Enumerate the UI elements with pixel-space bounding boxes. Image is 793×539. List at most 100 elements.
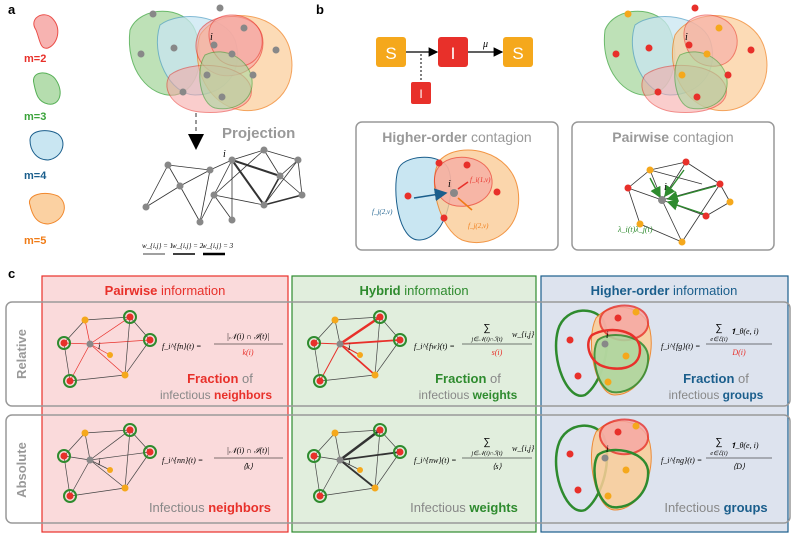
sis-infector-label: I (419, 87, 422, 101)
svg-text:f_i^{fg}(t) =: f_i^{fg}(t) = (661, 342, 700, 351)
svg-text:i: i (606, 330, 609, 340)
svg-text:⟨s⟩: ⟨s⟩ (492, 462, 502, 471)
row-relative-box (5, 301, 791, 407)
net-higherorder-relative: i (554, 304, 652, 397)
sis-s2-label: S (512, 44, 523, 63)
svg-text:w_{i,j}: w_{i,j} (512, 330, 535, 339)
svg-text:Higher-order contagion: Higher-order contagion (382, 129, 531, 145)
panel-label-b: b (316, 2, 324, 17)
svg-text:𝟏_θ(e, i): 𝟏_θ(e, i) (731, 441, 759, 450)
caption-higherorder-absolute: Infectious groups (664, 500, 767, 515)
formula-pairwise-relative: f_i^{fn}(t) = |𝒩(i) ∩ ℐ(t)| k(i) (162, 332, 283, 357)
legend-blob-m5 (28, 192, 65, 225)
legend-blob-m2 (33, 14, 59, 49)
svg-text:∑: ∑ (483, 323, 490, 334)
svg-text:|𝒩(i) ∩ ℐ(t)|: |𝒩(i) ∩ ℐ(t)| (227, 446, 270, 455)
sis-model: S I μ S I (376, 37, 533, 104)
panel-label-a: a (8, 2, 16, 17)
pairwise-contagion-box: Pairwise contagion i λ_i(t)λ_j(t) (571, 121, 775, 251)
caption-hybrid-absolute: Infectious weights (410, 500, 518, 515)
svg-text:i: i (98, 341, 101, 351)
projection-label: Projection (222, 125, 295, 142)
ho-f3: f_j(2,ν) (468, 222, 489, 230)
svg-text:j∈𝒩(i)∩ℐ(t): j∈𝒩(i)∩ℐ(t) (470, 450, 502, 457)
svg-text:∑: ∑ (483, 437, 490, 448)
svg-text:Fraction of: Fraction of (187, 371, 253, 386)
hypergraph-b-node-i: i (685, 32, 688, 43)
row-label-absolute: Absolute (14, 442, 29, 498)
svg-text:⟨k⟩: ⟨k⟩ (243, 462, 254, 471)
projected-node-i: i (223, 149, 226, 160)
legend-blob-m3 (33, 72, 61, 105)
legend-label-m2: m=2 (24, 53, 46, 65)
svg-text:Pairwise contagion: Pairwise contagion (612, 129, 733, 145)
weight-2: w_{i,j} = 2 (172, 242, 204, 250)
legend-label-m3: m=3 (24, 111, 46, 123)
column-title-hybrid: Hybrid information (359, 283, 468, 298)
legend-blob-m4 (29, 130, 64, 161)
svg-text:∑: ∑ (715, 437, 722, 448)
caption-pairwise-relative: Fraction of infectious neighbors (160, 371, 272, 402)
pw-contagion-rest: contagion (669, 129, 734, 145)
svg-text:i: i (606, 444, 609, 454)
legend-label-m5: m=5 (24, 235, 46, 247)
svg-text:f_i^{fw}(t) =: f_i^{fw}(t) = (414, 342, 455, 351)
projected-graph (142, 146, 306, 226)
formula-hybrid-absolute: f_i^{nw}(t) = ∑ w_{i,j} j∈𝒩(i)∩ℐ(t) ⟨s⟩ (414, 437, 535, 471)
svg-text:e∈ℰ(i): e∈ℰ(i) (710, 336, 727, 343)
weight-1: w_{i,j} = 1 (142, 242, 173, 250)
legend-label-m4: m=4 (24, 170, 47, 182)
weight-legend: w_{i,j} = 1 w_{i,j} = 2 w_{i,j} = 3 (142, 242, 234, 256)
net-hybrid-relative: i (307, 310, 407, 388)
legend: m=2 m=3 m=4 m=5 (24, 14, 65, 247)
svg-text:infectious neighbors: infectious neighbors (160, 388, 272, 402)
column-higherorder-bg (540, 275, 789, 533)
svg-text:i: i (348, 457, 351, 467)
ho-f2: f_j(2,ν) (372, 208, 393, 216)
caption-hybrid-relative: Fraction of infectious weights (419, 371, 518, 402)
sis-s1-label: S (385, 44, 396, 63)
net-hybrid-absolute: i (307, 423, 407, 503)
column-title-pairwise: Pairwise information (105, 283, 226, 298)
svg-text:i: i (348, 342, 351, 352)
ho-contagion-bold: Higher-order (382, 129, 467, 145)
svg-text:k(i): k(i) (242, 348, 253, 357)
svg-text:w_{i,j}: w_{i,j} (512, 444, 535, 453)
higher-order-contagion-box: Higher-order contagion f_i(1,ν) f_j(2,ν)… (355, 121, 559, 251)
svg-text:f_i^{nn}(t) =: f_i^{nn}(t) = (162, 456, 203, 465)
column-hybrid-bg (291, 275, 537, 533)
formula-higherorder-absolute: f_i^{ng}(t) = ∑ 𝟏_θ(e, i) e∈ℰ(i) ⟨D⟩ (661, 437, 772, 471)
row-label-relative: Relative (14, 329, 29, 379)
svg-text:f_i^{ng}(t) =: f_i^{ng}(t) = (661, 456, 702, 465)
pw-rate: λ_i(t)λ_j(t) (617, 225, 653, 234)
pw-contagion-bold: Pairwise (612, 129, 669, 145)
svg-text:Fraction of: Fraction of (683, 371, 749, 386)
sis-box-i (438, 37, 468, 67)
svg-text:|𝒩(i) ∩ ℐ(t)|: |𝒩(i) ∩ ℐ(t)| (227, 332, 270, 341)
svg-text:Fraction of: Fraction of (435, 371, 501, 386)
caption-pairwise-absolute: Infectious neighbors (149, 500, 271, 515)
svg-text:Infectious neighbors: Infectious neighbors (149, 500, 271, 515)
svg-text:f_i^{fn}(t) =: f_i^{fn}(t) = (162, 342, 201, 351)
ho-f1: f_i(1,ν) (470, 176, 491, 184)
column-title-higherorder: Higher-order information (591, 283, 738, 298)
ho-node-i: i (448, 179, 451, 190)
net-pairwise-absolute: i (57, 423, 157, 503)
svg-text:e∈ℰ(i): e∈ℰ(i) (710, 450, 727, 457)
sis-mu-label: μ (482, 39, 488, 50)
svg-text:⟨D⟩: ⟨D⟩ (733, 462, 746, 471)
pw-node-i: i (664, 182, 667, 193)
weight-3: w_{i,j} = 3 (202, 242, 234, 250)
svg-text:i: i (98, 457, 101, 467)
sis-i-label: I (451, 44, 456, 63)
caption-higherorder-relative: Fraction of infectious groups (669, 371, 764, 402)
svg-text:infectious weights: infectious weights (419, 388, 518, 402)
svg-text:D(i): D(i) (731, 348, 746, 357)
svg-text:Infectious weights: Infectious weights (410, 500, 518, 515)
sis-box-s1 (376, 37, 406, 67)
hypergraph-a-node-i: i (210, 32, 213, 43)
svg-text:j∈𝒩(i)∩ℐ(t): j∈𝒩(i)∩ℐ(t) (470, 336, 502, 343)
sis-box-infector (411, 82, 431, 104)
hypergraph-b: i (603, 4, 768, 114)
